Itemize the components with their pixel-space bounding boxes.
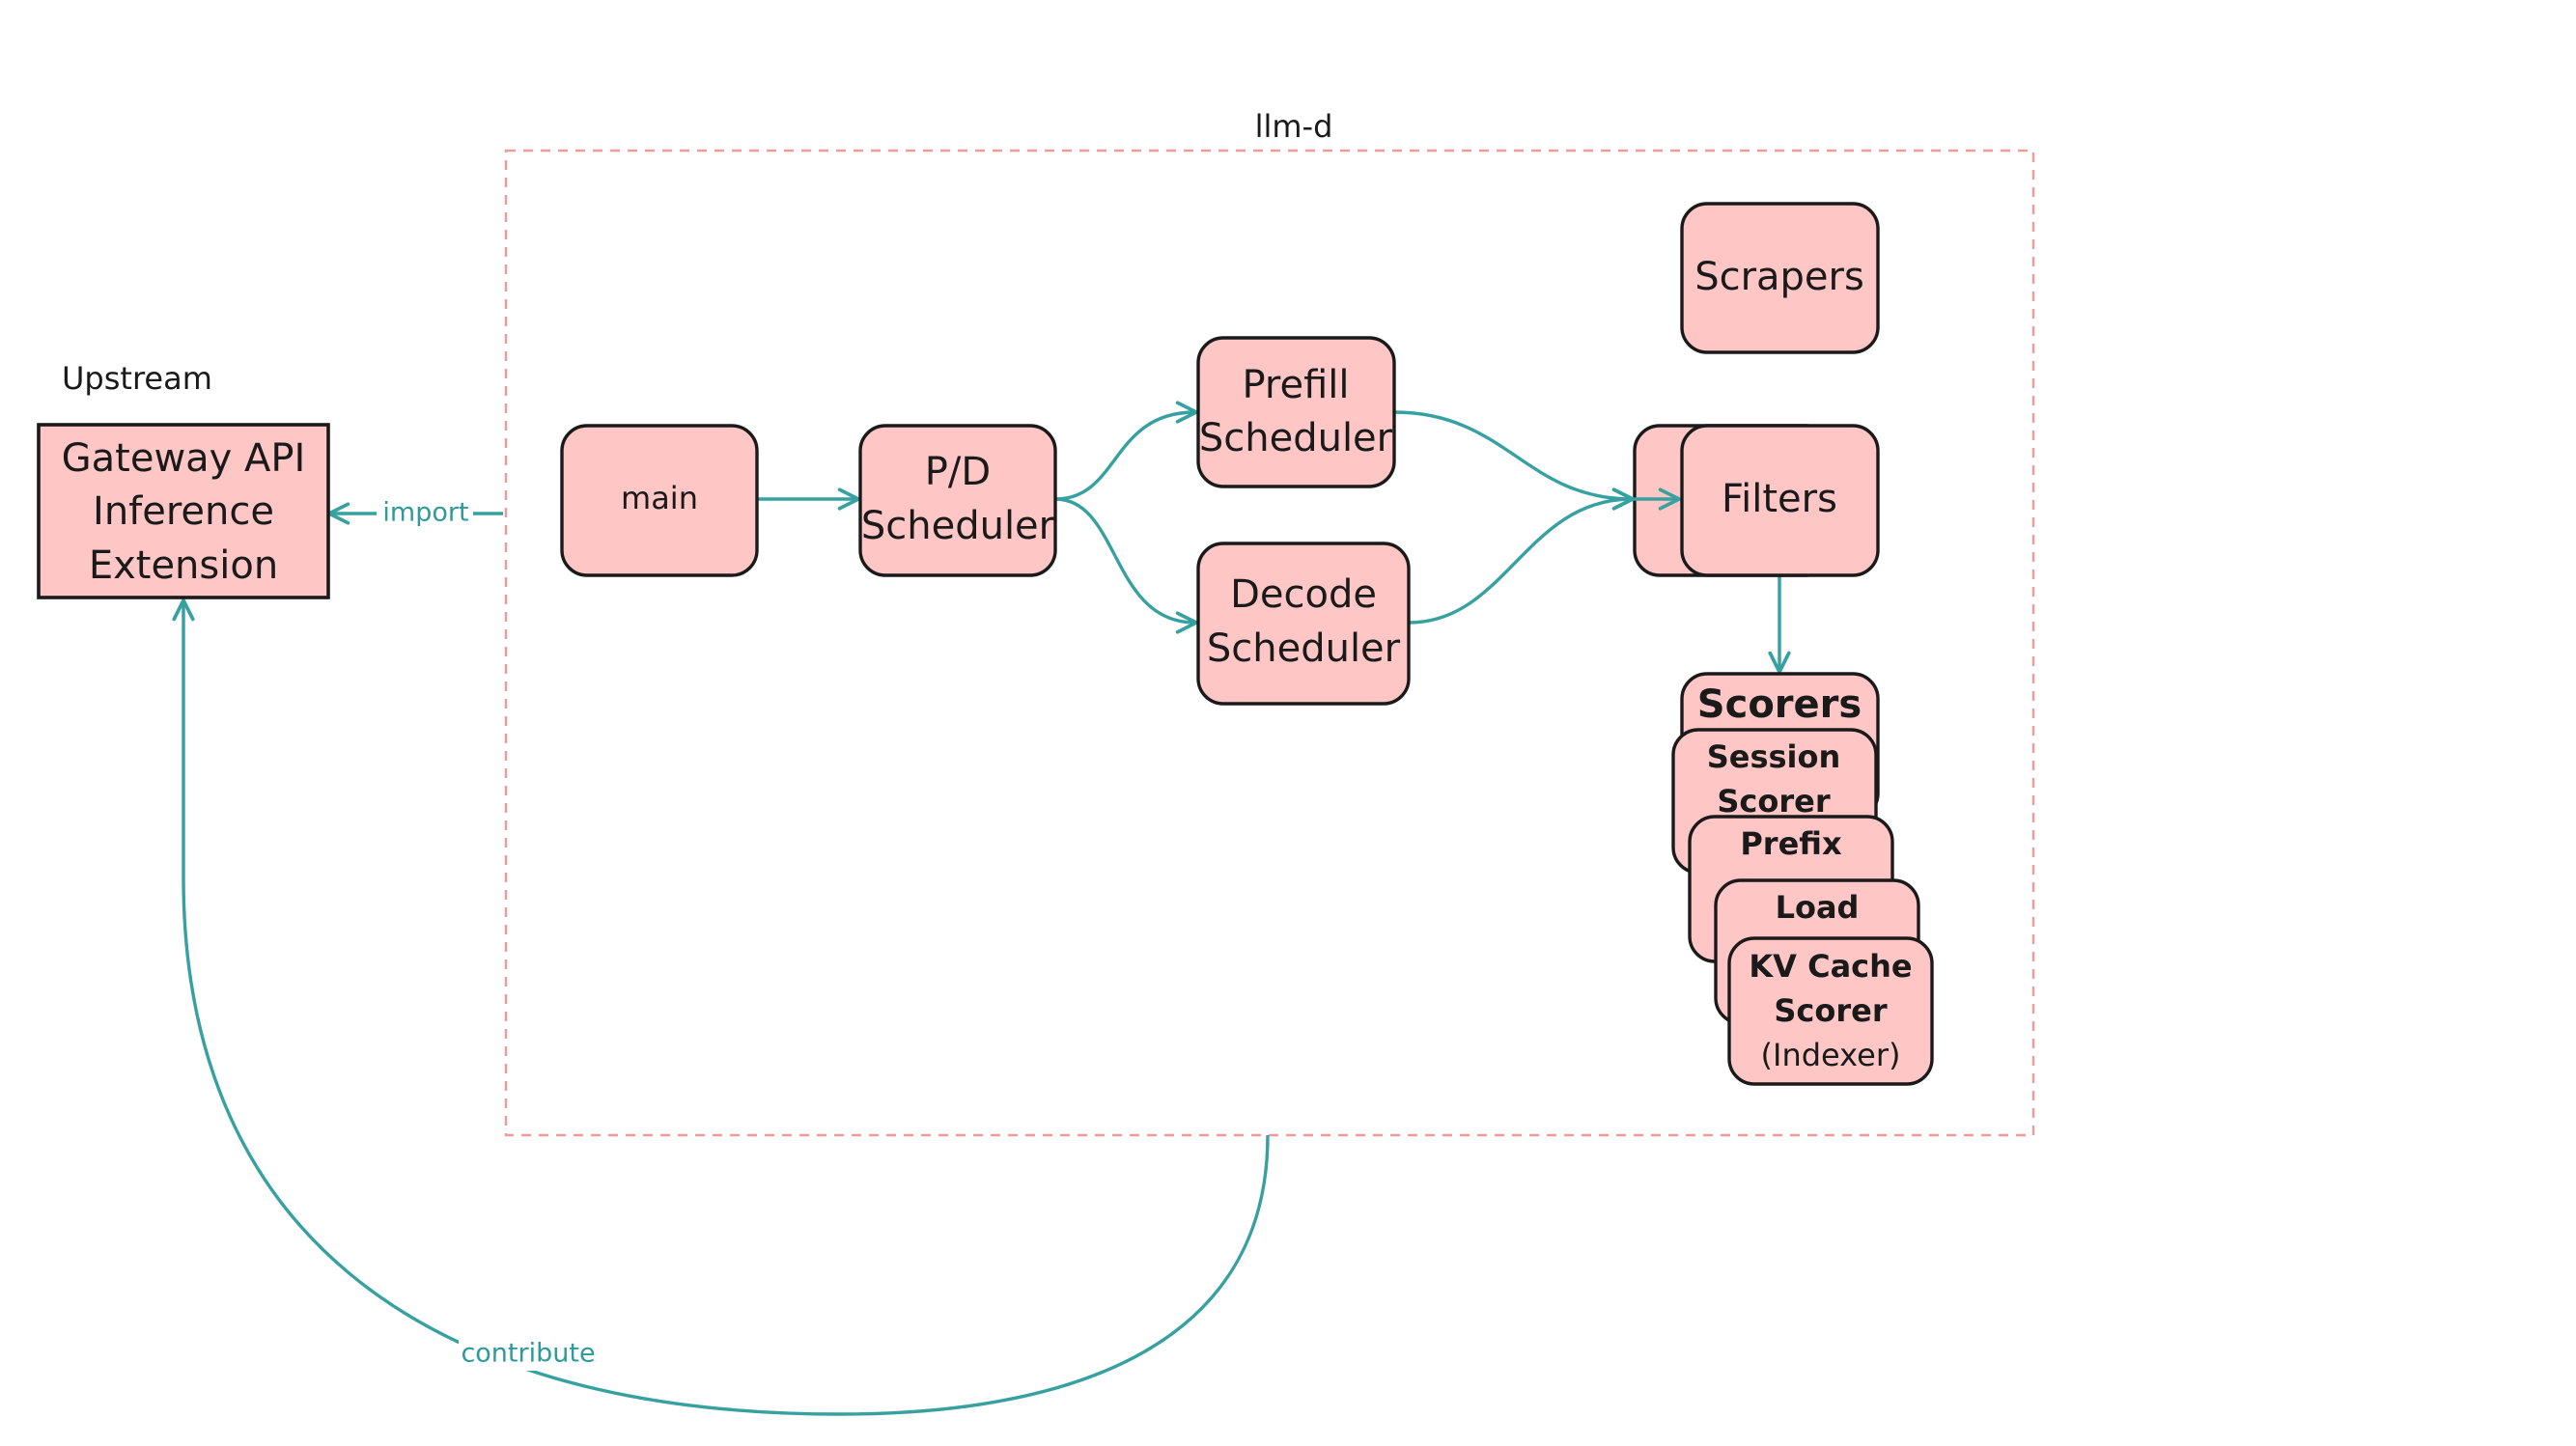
gateway-api-inference-extension-node: Gateway API Inference Extension [37, 423, 330, 599]
scrapers-node: Scrapers [1680, 202, 1880, 354]
pd-scheduler-node: P/D Scheduler [858, 424, 1057, 577]
filters-label: Filters [1722, 477, 1837, 521]
gateway-label-line-3: Extension [89, 543, 278, 588]
session-scorer-label-line-1: Session [1707, 738, 1841, 775]
filters-node: Filters [1680, 424, 1880, 577]
edge-contribute [172, 598, 1270, 1416]
import-label: import [382, 498, 468, 528]
scorers-label: Scorers [1697, 682, 1862, 727]
prefix-scorer-label: Prefix [1740, 825, 1842, 862]
decode-scheduler-label-line-2: Scheduler [1207, 626, 1401, 671]
session-scorer-label-line-2: Scorer [1717, 783, 1830, 820]
edge-decode-to-filters [1408, 487, 1635, 625]
main-label: main [621, 480, 698, 516]
edge-labels: import contribute [377, 496, 599, 1371]
edge-pd-to-prefill [1054, 401, 1198, 501]
load-scorer-label: Load [1776, 889, 1860, 926]
pd-scheduler-label-line-2: Scheduler [861, 504, 1055, 548]
upstream-label: Upstream [62, 360, 212, 397]
contribute-label: contribute [461, 1339, 595, 1369]
kv-cache-scorer-node: KV Cache Scorer (Indexer) [1727, 936, 1934, 1086]
kv-cache-scorer-label-line-2: Scorer [1774, 992, 1887, 1029]
llm-d-group-label: llm-d [1255, 108, 1333, 145]
pd-scheduler-label-line-1: P/D [925, 450, 991, 494]
kv-cache-scorer-label-line-1: KV Cache [1749, 948, 1912, 985]
main-node: main [560, 424, 759, 577]
gateway-label-line-1: Gateway API [62, 436, 306, 481]
llm-d-group-border [504, 149, 2035, 1137]
decode-scheduler-node: Decode Scheduler [1196, 542, 1411, 706]
llm-d-group: llm-d [504, 108, 2035, 1137]
decode-scheduler-label-line-1: Decode [1230, 572, 1377, 617]
prefill-scheduler-label-line-1: Prefill [1242, 363, 1349, 407]
gateway-label-line-2: Inference [93, 489, 274, 534]
prefill-scheduler-label-line-2: Scheduler [1199, 416, 1393, 460]
contribute-label-bg [459, 1336, 599, 1371]
prefill-scheduler-node: Prefill Scheduler [1196, 336, 1396, 488]
import-label-bg [377, 496, 473, 531]
kv-cache-scorer-label-line-3: (Indexer) [1761, 1037, 1901, 1073]
edge-prefill-to-filters [1393, 410, 1635, 511]
edge-pd-to-decode [1054, 497, 1198, 634]
scrapers-label: Scrapers [1694, 255, 1864, 299]
